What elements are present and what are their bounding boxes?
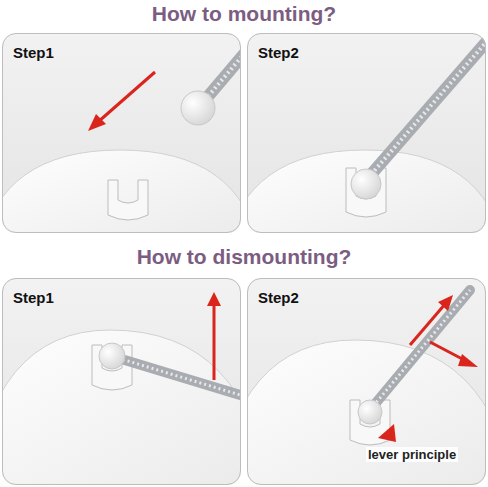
step-label: Step1 (13, 289, 54, 306)
step-panel: Step2 lever principle (247, 278, 486, 485)
dismount-step2-art (247, 278, 486, 485)
section-heading: How to mounting? (0, 2, 488, 26)
section-heading: How to dismounting? (0, 245, 488, 269)
mount-step1-art (2, 33, 241, 233)
step-label: Step2 (258, 44, 299, 61)
mount-step2-art (247, 33, 486, 233)
step-panel: Step1 (2, 278, 241, 485)
note-label: lever principle (366, 447, 458, 462)
step-label: Step1 (13, 44, 54, 61)
dismount-step1-art (2, 278, 241, 485)
step-panel: Step1 (2, 33, 241, 233)
step-panel: Step2 (247, 33, 486, 233)
step-label: Step2 (258, 289, 299, 306)
